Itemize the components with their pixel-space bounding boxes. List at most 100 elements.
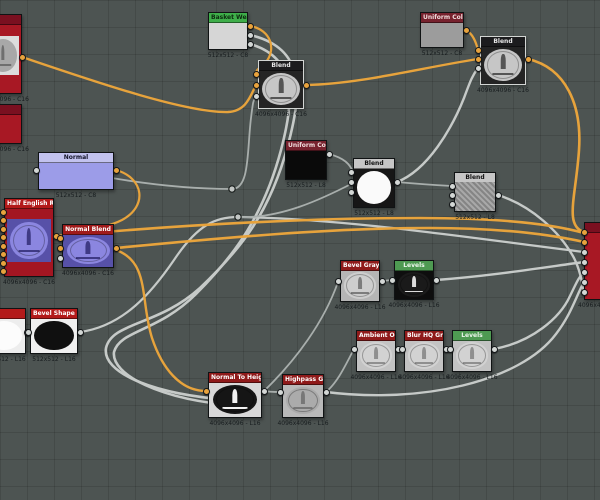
input-port[interactable]	[474, 55, 482, 63]
wire[interactable]	[21, 55, 258, 114]
wire[interactable]	[115, 226, 585, 250]
input-port[interactable]	[474, 64, 482, 72]
node-bevel-shape[interactable]: Bevel Shape At	[30, 308, 78, 354]
input-port[interactable]	[252, 81, 260, 89]
input-port[interactable]	[252, 70, 260, 78]
input-port[interactable]	[347, 178, 355, 186]
input-port[interactable]	[446, 345, 454, 353]
input-port[interactable]	[202, 387, 210, 395]
input-port[interactable]	[0, 242, 7, 250]
input-port[interactable]	[580, 248, 588, 256]
input-port[interactable]	[0, 250, 7, 258]
wire[interactable]	[55, 216, 585, 238]
node-half-english-rough[interactable]: Half English Rou...	[4, 198, 54, 277]
node-blur-hq-grayscale[interactable]: Blur HQ Grayscale	[404, 330, 444, 372]
input-port[interactable]	[0, 225, 7, 233]
node-output-left-b[interactable]	[0, 104, 22, 144]
output-port[interactable]	[494, 191, 502, 199]
input-port[interactable]	[24, 328, 32, 336]
input-port[interactable]	[56, 234, 64, 242]
node-normal[interactable]: Normal	[38, 152, 114, 190]
output-port[interactable]	[260, 387, 268, 395]
input-port[interactable]	[448, 182, 456, 190]
input-port[interactable]	[388, 276, 396, 284]
input-port[interactable]	[580, 258, 588, 266]
output-port[interactable]	[393, 178, 401, 186]
output-port[interactable]	[378, 277, 386, 285]
wire[interactable]	[325, 348, 355, 393]
input-port[interactable]	[56, 244, 64, 252]
output-port[interactable]	[462, 26, 470, 34]
input-port[interactable]	[56, 254, 64, 262]
node-uniform-color-1[interactable]: Uniform Color	[420, 12, 464, 48]
output-port[interactable]	[246, 31, 254, 39]
input-port[interactable]	[252, 92, 260, 100]
wire[interactable]	[396, 181, 453, 187]
node-blend-1[interactable]: Blend	[258, 60, 304, 109]
output-port[interactable]	[76, 328, 84, 336]
node-normal-to-height-hq[interactable]: Normal To Height HQ	[208, 372, 262, 418]
output-port[interactable]	[246, 40, 254, 48]
node-output-left-a[interactable]	[0, 14, 22, 94]
wire[interactable]	[263, 281, 339, 392]
input-port[interactable]	[448, 191, 456, 199]
input-port[interactable]	[580, 238, 588, 246]
node-blend-3[interactable]: Blend	[353, 158, 395, 208]
input-port[interactable]	[580, 278, 588, 286]
node-highpass-grayscale[interactable]: Highpass Grayscale	[282, 374, 324, 418]
input-port[interactable]	[0, 216, 7, 224]
wire[interactable]	[111, 95, 257, 190]
input-port[interactable]	[448, 200, 456, 208]
output-port[interactable]	[302, 81, 310, 89]
output-port[interactable]	[246, 22, 254, 30]
input-port[interactable]	[580, 228, 588, 236]
wire[interactable]	[493, 271, 585, 351]
input-port[interactable]	[347, 168, 355, 176]
input-port[interactable]	[474, 46, 482, 54]
output-port[interactable]	[18, 53, 26, 61]
node-levels-1[interactable]: Levels	[394, 260, 434, 300]
output-port[interactable]	[524, 55, 532, 63]
input-port[interactable]	[276, 388, 284, 396]
input-port[interactable]	[580, 268, 588, 276]
node-ambient-occlusion[interactable]: Ambient Occlusio...	[356, 330, 396, 372]
node-resolution-label: 4096x4096 - C16	[0, 146, 29, 153]
node-basket-weave[interactable]: Basket Weave Mes...	[208, 12, 248, 50]
input-port[interactable]	[32, 166, 40, 174]
wire[interactable]	[396, 67, 479, 184]
input-port[interactable]	[0, 208, 7, 216]
input-port[interactable]	[0, 233, 7, 241]
wire[interactable]	[237, 182, 354, 218]
output-port[interactable]	[112, 244, 120, 252]
output-port[interactable]	[490, 345, 498, 353]
input-port[interactable]	[580, 288, 588, 296]
node-shape-white[interactable]	[0, 308, 26, 354]
output-port[interactable]	[322, 388, 330, 396]
input-port[interactable]	[334, 277, 342, 285]
input-port[interactable]	[347, 188, 355, 196]
wire[interactable]	[527, 57, 585, 234]
wire[interactable]	[79, 215, 585, 334]
wire[interactable]	[325, 281, 586, 397]
wire[interactable]	[305, 57, 479, 87]
node-uniform-color-2[interactable]: Uniform Color	[285, 140, 327, 180]
junction-dot[interactable]	[228, 185, 236, 193]
input-port[interactable]	[398, 345, 406, 353]
input-port[interactable]	[0, 267, 7, 275]
node-blend-4[interactable]: Blend	[454, 172, 496, 212]
node-levels-2[interactable]: Levels	[452, 330, 492, 372]
node-thumbnail	[259, 70, 303, 108]
wire[interactable]	[112, 42, 291, 408]
wire[interactable]	[115, 248, 207, 393]
node-bevel-grayscale[interactable]: Bevel Grayscale	[340, 260, 380, 302]
node-normal-blend[interactable]: Normal Blend	[62, 224, 114, 268]
output-port[interactable]	[112, 166, 120, 174]
wire[interactable]	[435, 260, 585, 282]
node-blend-2[interactable]: Blend	[480, 36, 526, 85]
output-port[interactable]	[432, 276, 440, 284]
input-port[interactable]	[0, 259, 7, 267]
input-port[interactable]	[350, 345, 358, 353]
junction-dot[interactable]	[234, 213, 242, 221]
output-port[interactable]	[325, 150, 333, 158]
